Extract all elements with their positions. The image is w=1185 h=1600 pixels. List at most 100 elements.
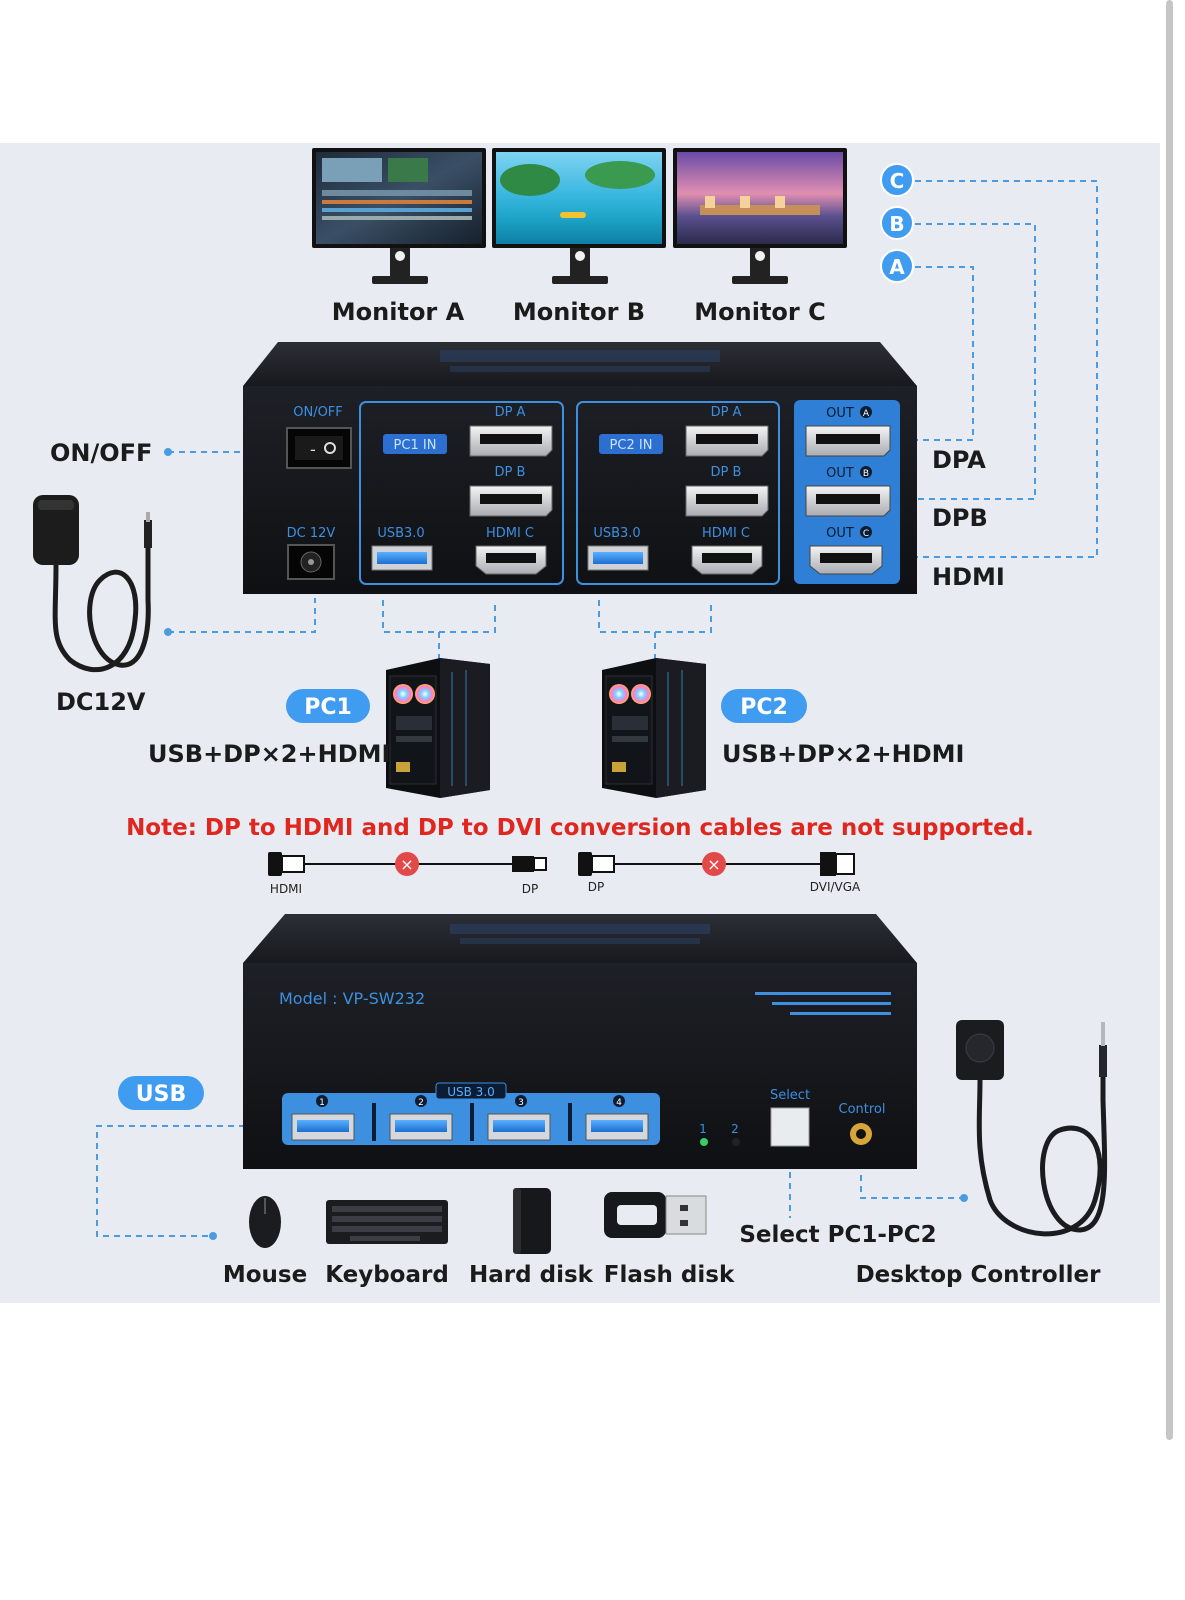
control-jack[interactable]: [850, 1123, 872, 1145]
monitor-a-label: Monitor A: [332, 298, 465, 326]
pc1-hdmi-port[interactable]: [475, 545, 547, 575]
page-scrollbar[interactable]: [1166, 0, 1173, 1440]
onoff-label: ON/OFF: [50, 439, 152, 467]
dc12v-label: DC12V: [56, 688, 146, 716]
pc1-port-group: [359, 401, 564, 585]
monitor-c-label: Monitor C: [694, 298, 825, 326]
power-adapter-icon: [33, 495, 152, 672]
hard-disk-icon: [513, 1188, 551, 1254]
desktop-controller-label: Desktop Controller: [856, 1262, 1102, 1288]
svg-text:C: C: [863, 529, 869, 539]
svg-text:×: ×: [400, 855, 413, 874]
dpb-label: DPB: [932, 504, 988, 532]
front-usb-port-1[interactable]: 1: [291, 1095, 355, 1141]
svg-text:OUT: OUT: [826, 406, 854, 421]
pc1-hdmi-label: HDMI C: [486, 526, 534, 541]
pc1-tower-icon: [386, 658, 490, 798]
dpa-label: DPA: [932, 446, 986, 474]
power-switch[interactable]: -: [286, 427, 352, 469]
pc2-dpa-port[interactable]: [685, 425, 769, 457]
cable1-right-label: DP: [522, 882, 538, 896]
flash-disk-label: Flash disk: [604, 1262, 735, 1288]
compatibility-note: Note: DP to HDMI and DP to DVI conversio…: [126, 815, 1034, 841]
led2-label: 2: [731, 1122, 739, 1136]
pc1-in-tag: PC1 IN: [394, 438, 437, 453]
pc1-dpa-port[interactable]: [469, 425, 553, 457]
flash-disk-icon: [604, 1192, 707, 1238]
monitor-b: [492, 148, 666, 284]
led-pc2-icon: [732, 1138, 740, 1146]
dc-panel-label: DC 12V: [287, 526, 336, 541]
pc2-dpb-label: DP B: [711, 465, 742, 480]
svg-text:A: A: [863, 409, 870, 419]
svg-text:1: 1: [319, 1098, 325, 1108]
svg-text:PC1: PC1: [304, 695, 352, 720]
dp-to-dvi-cable-icon: ×: [578, 852, 855, 876]
monitor-b-label: Monitor B: [513, 298, 645, 326]
pc2-hdmi-port[interactable]: [691, 545, 763, 575]
pc1-usb-label: USB3.0: [377, 526, 424, 541]
mouse-label: Mouse: [223, 1262, 307, 1288]
model-label: Model : VP-SW232: [279, 989, 425, 1008]
svg-text:USB: USB: [136, 1082, 186, 1107]
route-b-icon: B: [880, 206, 914, 240]
pc1-dpa-label: DP A: [495, 405, 526, 420]
led-pc1-icon: [700, 1138, 708, 1146]
svg-text:3: 3: [518, 1098, 524, 1108]
out-a-label: OUT A: [826, 406, 872, 421]
usb-hub-ports: [282, 1093, 660, 1145]
svg-text:×: ×: [707, 855, 720, 874]
out-b-label: OUT B: [826, 466, 872, 481]
dc-jack: [287, 544, 335, 580]
route-b-letter: B: [889, 212, 904, 236]
select-button[interactable]: [770, 1107, 810, 1147]
usb30-front-label: USB 3.0: [447, 1085, 495, 1099]
hard-disk-label: Hard disk: [469, 1262, 594, 1288]
mouse-icon: [249, 1196, 281, 1248]
svg-text:PC2: PC2: [740, 695, 788, 720]
pc2-port-group: [576, 401, 780, 585]
cable2-right-label: DVI/VGA: [810, 880, 861, 894]
route-a-icon: A: [880, 249, 914, 283]
svg-text:4: 4: [616, 1098, 622, 1108]
pc2-badge: PC2: [721, 689, 807, 723]
keyboard-icon: [326, 1200, 448, 1244]
route-a-letter: A: [889, 255, 905, 279]
front-usb-port-4[interactable]: 4: [585, 1095, 649, 1141]
pc1-dpb-port[interactable]: [469, 485, 553, 517]
svg-text:B: B: [863, 469, 869, 479]
pc1-description: USB+DP×2+HDMI: [148, 740, 390, 768]
pc1-badge: PC1: [286, 689, 370, 723]
select-pc-label: Select PC1-PC2: [739, 1222, 936, 1248]
pc2-tower-icon: [602, 658, 706, 798]
monitor-a: [312, 148, 486, 284]
front-usb-port-3[interactable]: 3: [487, 1095, 551, 1141]
front-usb-port-2[interactable]: 2: [389, 1095, 453, 1141]
cable1-left-label: HDMI: [270, 882, 302, 896]
control-panel-label: Control: [839, 1102, 886, 1117]
monitor-c: [673, 148, 847, 284]
pc2-description: USB+DP×2+HDMI: [722, 740, 964, 768]
out-c-hdmi-port[interactable]: [809, 545, 883, 575]
out-a-port[interactable]: [805, 425, 891, 457]
usb-badge: USB: [118, 1076, 204, 1110]
svg-text:OUT: OUT: [826, 526, 854, 541]
keyboard-label: Keyboard: [325, 1262, 449, 1288]
pc2-dpa-label: DP A: [711, 405, 742, 420]
pc2-hdmi-label: HDMI C: [702, 526, 750, 541]
svg-text:-: -: [310, 440, 316, 459]
hdmi-label: HDMI: [932, 563, 1005, 591]
pc1-dpb-label: DP B: [495, 465, 526, 480]
onoff-panel-label: ON/OFF: [293, 405, 343, 420]
pc1-usb-port[interactable]: [371, 545, 433, 571]
route-c-icon: C: [880, 163, 914, 197]
svg-text:OUT: OUT: [826, 466, 854, 481]
pc2-dpb-port[interactable]: [685, 485, 769, 517]
out-b-port[interactable]: [805, 485, 891, 517]
led1-label: 1: [699, 1122, 707, 1136]
pc2-in-tag: PC2 IN: [610, 438, 653, 453]
pc2-usb-port[interactable]: [587, 545, 649, 571]
route-c-letter: C: [890, 169, 905, 193]
hdmi-to-dp-cable-icon: ×: [268, 852, 547, 876]
cable2-left-label: DP: [588, 880, 604, 894]
